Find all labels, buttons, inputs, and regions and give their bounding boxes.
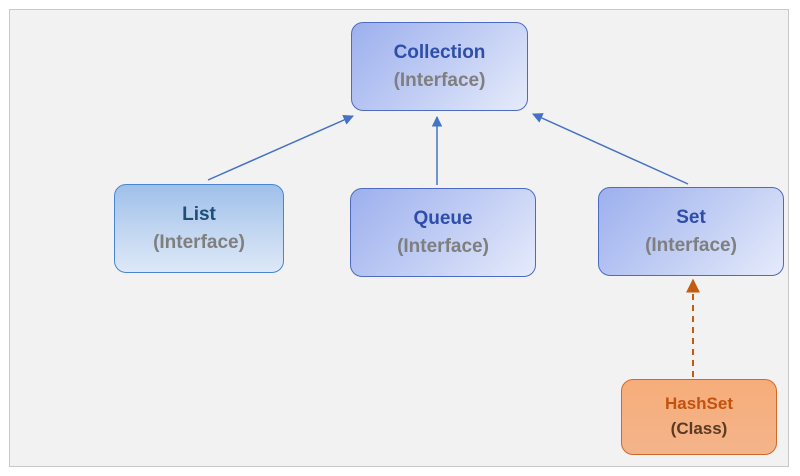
node-collection-name: Collection <box>393 41 486 63</box>
node-hashset[interactable]: HashSet (Class) <box>621 379 777 455</box>
node-set-kind: (Interface) <box>645 234 737 256</box>
node-queue-kind: (Interface) <box>397 235 489 257</box>
edge-set-to-collection <box>532 113 689 185</box>
node-hashset-name: HashSet <box>664 394 734 414</box>
node-list-name: List <box>182 203 216 225</box>
node-hashset-kind: (Class) <box>670 419 728 438</box>
node-collection[interactable]: Collection (Interface) <box>351 22 528 111</box>
node-set-name: Set <box>676 206 706 228</box>
node-collection-kind: (Interface) <box>393 69 486 91</box>
node-queue-name: Queue <box>413 207 473 229</box>
node-set[interactable]: Set (Interface) <box>598 187 784 276</box>
node-queue[interactable]: Queue (Interface) <box>350 188 536 277</box>
edge-list-to-collection <box>207 115 354 181</box>
node-list[interactable]: List (Interface) <box>114 184 284 273</box>
node-list-kind: (Interface) <box>153 231 245 253</box>
